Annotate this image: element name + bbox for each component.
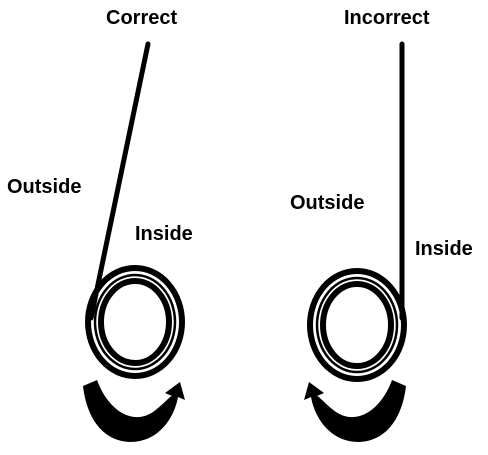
incorrect-title: Incorrect [344,7,430,29]
correct-outside-label: Outside [7,176,82,198]
incorrect-panel [304,41,407,442]
incorrect-inside-label: Inside [415,238,473,260]
correct-panel [83,41,185,442]
correct-inside-label: Inside [135,223,193,245]
clockwise-rotation-arrow-icon [83,380,185,442]
incorrect-outside-label: Outside [290,192,365,214]
correct-coil [85,265,185,379]
correct-spring-leg [88,41,151,321]
counterclockwise-rotation-arrow-icon [304,380,406,442]
correct-title: Correct [106,7,178,29]
incorrect-coil [307,268,407,382]
